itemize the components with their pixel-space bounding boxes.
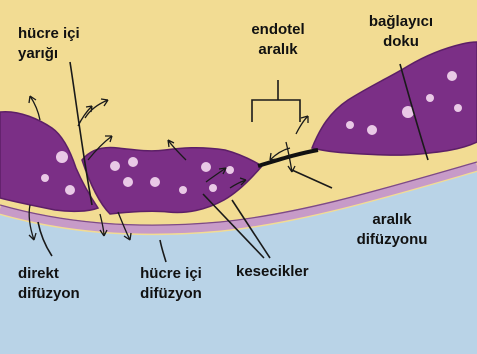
label-direct-diffusion-line1: direkt [18,264,80,284]
label-vesicles: kesecikler [236,262,309,282]
label-intracellular-cleft-line2: yarığı [18,44,80,64]
label-endothelial-gap: endotel aralık [236,20,320,60]
label-intracellular-diffusion-line1: hücre içi [126,264,216,284]
vesicle [150,177,160,187]
vesicle [41,174,49,182]
label-gap-diffusion: aralık difüzyonu [342,210,442,250]
vesicle [110,161,120,171]
vesicle [123,177,133,187]
vesicle [201,162,211,172]
label-intracellular-diffusion: hücre içi difüzyon [126,264,216,304]
label-endothelial-gap-line1: endotel [236,20,320,40]
vesicle [447,71,457,81]
label-connective-tissue-line1: bağlayıcı [356,12,446,32]
label-intracellular-diffusion-line2: difüzyon [126,284,216,304]
vesicle [367,125,377,135]
label-connective-tissue-line2: doku [356,32,446,52]
label-gap-diffusion-line2: difüzyonu [342,230,442,250]
label-endothelial-gap-line2: aralık [236,40,320,60]
label-gap-diffusion-line1: aralık [342,210,442,230]
vesicle [426,94,434,102]
vesicle [226,166,234,174]
label-connective-tissue: bağlayıcı doku [356,12,446,52]
vesicle [209,184,217,192]
vesicle [346,121,354,129]
label-direct-diffusion: direkt difüzyon [18,264,80,304]
vesicle [65,185,75,195]
label-intracellular-cleft-line1: hücre içi [18,24,80,44]
label-intracellular-cleft: hücre içi yarığı [18,24,80,64]
label-direct-diffusion-line2: difüzyon [18,284,80,304]
vesicle [454,104,462,112]
vesicle [179,186,187,194]
vesicle [56,151,68,163]
vesicle [128,157,138,167]
